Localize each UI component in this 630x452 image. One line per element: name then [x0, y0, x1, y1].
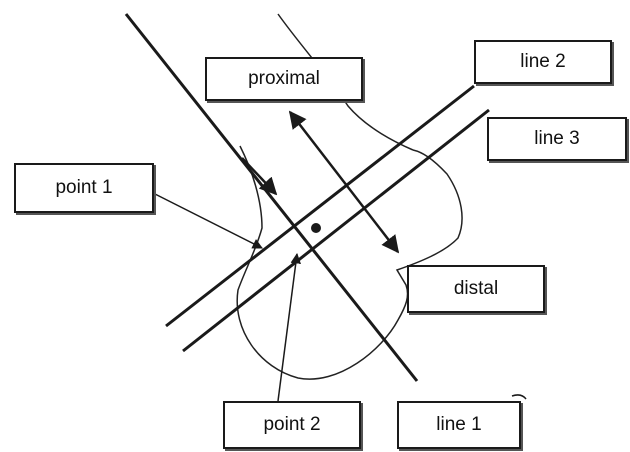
proximal-label: proximal [205, 57, 363, 101]
line-3-label: line 3 [487, 117, 627, 161]
point-1-label-text: point 1 [55, 177, 113, 198]
point-2-label: point 2 [223, 401, 361, 449]
proximal-distal-arrow [288, 110, 400, 254]
bone-condyle-outline [236, 145, 463, 380]
line-3-label-text: line 3 [534, 128, 580, 149]
point-1-label: point 1 [14, 163, 154, 213]
line-1-label-text: line 1 [436, 414, 482, 435]
point-1-leader [152, 192, 263, 249]
line-1-mark [511, 394, 527, 400]
point-2-label-text: point 2 [263, 414, 321, 435]
line-2-label: line 2 [474, 40, 612, 84]
line-1 [124, 13, 419, 382]
line-2-label-text: line 2 [520, 51, 566, 72]
line-1-direction-arrow [241, 157, 278, 196]
distal-label: distal [407, 265, 545, 313]
point-2-leader [277, 252, 301, 402]
line-1-label: line 1 [397, 401, 521, 449]
distal-label-text: distal [453, 278, 499, 299]
center-dot [311, 223, 321, 233]
proximal-label-text: proximal [248, 68, 320, 89]
